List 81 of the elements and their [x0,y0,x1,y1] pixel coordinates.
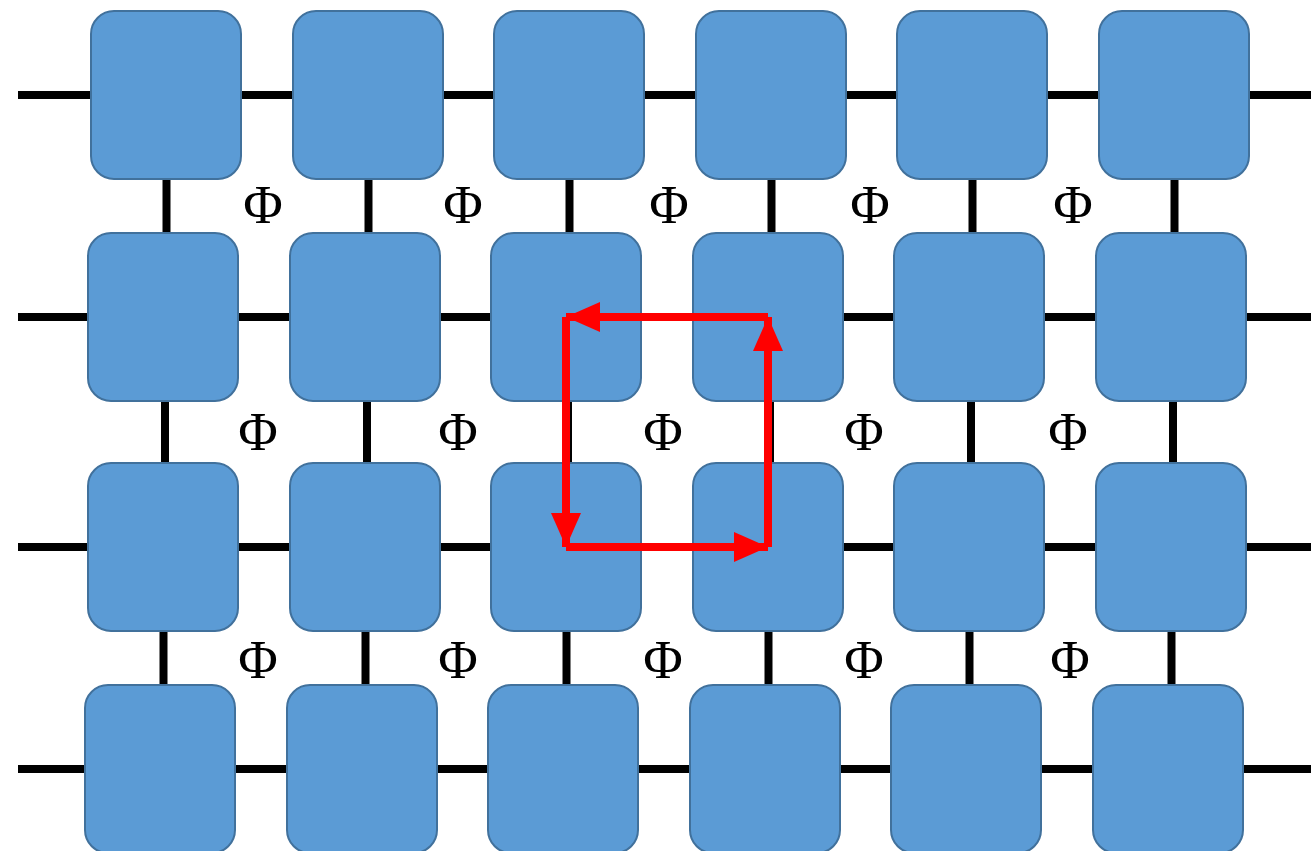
connector-line [363,402,371,462]
connector-line [438,765,487,773]
connector-line [441,543,490,551]
connector-line [1250,91,1311,99]
phi-label: Φ [1050,633,1090,687]
rounded-square [1095,462,1247,632]
rounded-square [87,232,239,402]
connector-line [361,632,370,684]
phi-label: Φ [850,178,890,232]
connector-line [1247,313,1311,321]
connector-line [1170,180,1179,232]
phi-label: Φ [1048,405,1088,459]
connector-line [844,313,893,321]
phi-label: Φ [1053,178,1093,232]
connector-line [565,180,574,232]
connector-line [364,180,373,232]
rounded-square [289,232,441,402]
connector-line [1045,543,1095,551]
rounded-square [289,462,441,632]
connector-line [847,91,896,99]
connector-line [645,91,695,99]
rounded-square [893,232,1045,402]
phi-label: Φ [238,633,278,687]
rounded-square [490,462,642,632]
phi-label: Φ [844,633,884,687]
connector-line [441,313,490,321]
connector-line [242,91,292,99]
connector-line [159,632,168,684]
connector-line [841,765,890,773]
phi-label: Φ [438,633,478,687]
connector-line [239,313,289,321]
rounded-square [87,462,239,632]
phi-label: Φ [438,405,478,459]
rounded-square [890,684,1042,851]
rounded-square [695,10,847,180]
connector-line [161,402,169,462]
connector-line [639,765,689,773]
connector-line [1244,765,1311,773]
phi-label: Φ [243,178,283,232]
arrow [566,532,768,562]
rounded-square [1095,232,1247,402]
arrow [551,317,581,547]
rounded-square [286,684,438,851]
connector-line [967,402,975,462]
connector-line [444,91,493,99]
phi-label: Φ [643,633,683,687]
connector-line [1045,313,1095,321]
rounded-square [1092,684,1244,851]
connector-line [764,632,773,684]
rounded-square [1098,10,1250,180]
connector-line [1042,765,1092,773]
phi-label: Φ [238,405,278,459]
phi-label: Φ [643,405,683,459]
connector-line [162,180,171,232]
connector-line [1167,632,1176,684]
connector-line [844,543,893,551]
connector-line [562,632,571,684]
connector-line [236,765,286,773]
connector-line [965,632,974,684]
rounded-square [692,462,844,632]
connector-line [767,180,776,232]
arrow [753,317,783,547]
rounded-square [292,10,444,180]
phi-label: Φ [443,178,483,232]
phi-label: Φ [649,178,689,232]
rounded-square [490,232,642,402]
phi-label: Φ [844,405,884,459]
rounded-square [896,10,1048,180]
connector-line [1247,543,1311,551]
rounded-square [692,232,844,402]
rounded-square [487,684,639,851]
connector-line [968,180,977,232]
rounded-square [893,462,1045,632]
rounded-square [493,10,645,180]
connector-line [239,543,289,551]
rounded-square [90,10,242,180]
rounded-square [689,684,841,851]
connector-line [1048,91,1098,99]
connector-line [1169,402,1177,462]
arrow [566,302,768,332]
rounded-square [84,684,236,851]
